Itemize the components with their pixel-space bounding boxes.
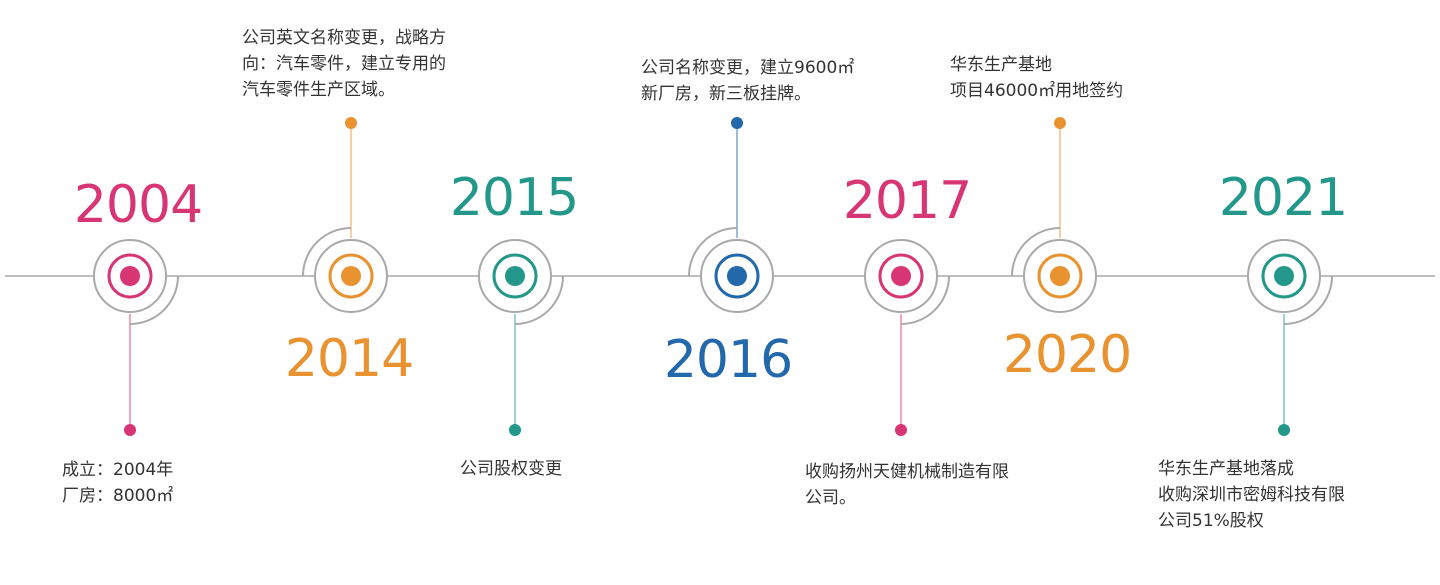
event-2004-desc-line-1: 成立：2004年 (62, 460, 174, 480)
event-2014-center-dot (341, 266, 361, 286)
event-2021-center-dot (1274, 266, 1294, 286)
event-2015-year: 2015 (450, 168, 578, 228)
event-2017-desc-line-1: 收购扬州天健机械制造有限 (805, 462, 1009, 482)
event-2021-end-dot (1278, 424, 1290, 436)
event-2014-desc-line-2: 向：汽车零件，建立专用的 (242, 54, 446, 74)
event-2014-outer-ring (314, 239, 388, 313)
event-2016-desc-line-1: 公司名称变更，建立9600㎡ (641, 58, 855, 78)
event-2020-year: 2020 (1003, 325, 1131, 385)
event-2021-desc: 华东生产基地落成 收购深圳市密姆科技有限 公司51%股权 (1158, 456, 1345, 534)
event-2020-outer-ring (1023, 239, 1097, 313)
event-2020-desc: 华东生产基地 项目46000㎡用地签约 (950, 52, 1123, 104)
event-2004-end-dot (124, 424, 136, 436)
event-2017-center-dot (891, 266, 911, 286)
event-2016-end-dot (731, 117, 743, 129)
event-2015-outer-ring (478, 239, 552, 313)
event-2015-center-dot (505, 266, 525, 286)
event-2017-end-dot (895, 424, 907, 436)
event-2014-arc (302, 227, 352, 277)
event-2017-outer-ring (864, 239, 938, 313)
event-2004-desc: 成立：2004年 厂房：8000㎡ (62, 457, 173, 509)
event-2021-outer-ring (1247, 239, 1321, 313)
event-2004-outer-ring (93, 239, 167, 313)
event-2016-desc: 公司名称变更，建立9600㎡ 新厂房，新三板挂牌。 (641, 55, 854, 107)
event-2021-desc-line-1: 华东生产基地落成 (1158, 459, 1294, 479)
event-2015-end-dot (509, 424, 521, 436)
event-2004-desc-line-2: 厂房：8000㎡ (62, 486, 174, 506)
event-2017-desc: 收购扬州天健机械制造有限 公司。 (805, 459, 1009, 511)
event-2020-desc-line-1: 华东生产基地 (950, 55, 1052, 75)
event-2014-year: 2014 (285, 329, 413, 389)
event-2020-end-dot (1054, 117, 1066, 129)
event-2020-arc (1011, 227, 1061, 277)
event-2021-year: 2021 (1219, 168, 1347, 228)
event-2017-year: 2017 (843, 171, 971, 231)
event-2014-end-dot (345, 117, 357, 129)
event-2014-desc-line-3: 汽车零件生产区域。 (242, 80, 395, 100)
event-2014-desc-line-1: 公司英文名称变更，战略方 (242, 28, 446, 48)
event-2020-center-dot (1050, 266, 1070, 286)
event-2016-desc-line-2: 新厂房，新三板挂牌。 (641, 84, 811, 104)
event-2017-desc-line-2: 公司。 (805, 488, 856, 508)
event-2021-arc (1283, 275, 1333, 325)
event-2015-desc: 公司股权变更 (460, 456, 562, 482)
event-2017-arc (900, 275, 950, 325)
event-2021-desc-line-3: 公司51%股权 (1158, 511, 1264, 531)
event-2015-desc-line-1: 公司股权变更 (460, 459, 562, 479)
event-2016-center-dot (727, 266, 747, 286)
event-2016-arc (688, 227, 738, 277)
event-2014-desc: 公司英文名称变更，战略方 向：汽车零件，建立专用的 汽车零件生产区域。 (242, 25, 446, 103)
event-2021-desc-line-2: 收购深圳市密姆科技有限 (1158, 485, 1345, 505)
event-2020-desc-line-2: 项目46000㎡用地签约 (950, 81, 1124, 101)
event-2016-year: 2016 (664, 330, 792, 390)
event-2015-arc (514, 275, 564, 325)
event-2016-outer-ring (700, 239, 774, 313)
event-2004-center-dot (120, 266, 140, 286)
event-2004-arc (129, 275, 179, 325)
event-2004-year: 2004 (74, 175, 202, 235)
